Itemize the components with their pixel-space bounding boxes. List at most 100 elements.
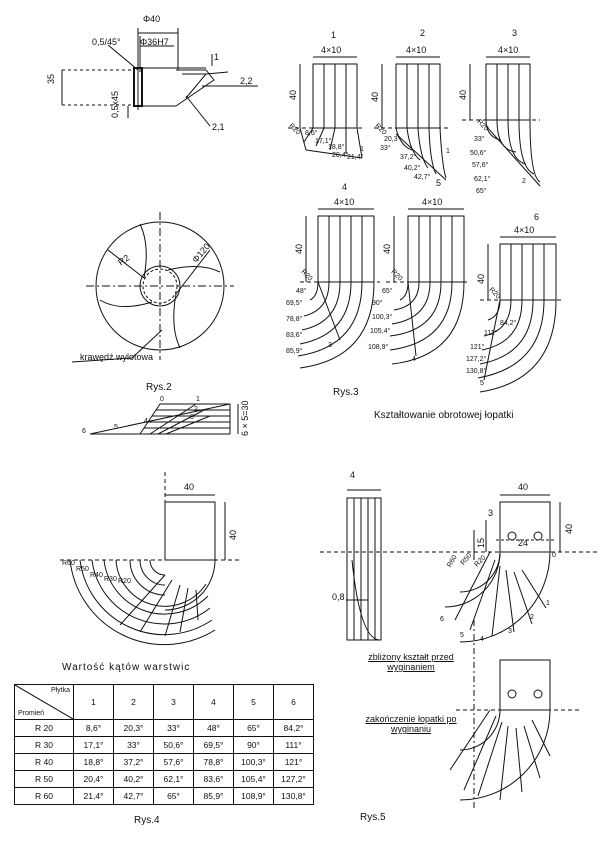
panel-1-angle-3: 18,8° bbox=[328, 144, 345, 151]
table-cell: 105,4° bbox=[233, 770, 274, 788]
table-cell: 83,6° bbox=[193, 770, 234, 788]
panel-6-angle-1: 84,2° bbox=[500, 320, 517, 327]
table-cell: 17,1° bbox=[73, 736, 114, 754]
fig5-layer-0: 0 bbox=[552, 552, 556, 559]
dim-d36-label: Φ36H7 bbox=[140, 37, 169, 47]
panel-1-side: 40 bbox=[288, 89, 298, 100]
table-column-header: 1 bbox=[73, 684, 114, 720]
layer-angles-figure bbox=[60, 403, 240, 646]
table-row: R 20 8,6° 20,3° 33° 48° 65° 84,2° bbox=[14, 719, 314, 737]
corner-top-label: Płytka bbox=[50, 687, 70, 694]
fig5-dim-40: 40 bbox=[518, 482, 529, 492]
hub-section-figure bbox=[61, 28, 258, 127]
table-row-radius: R 20 bbox=[14, 719, 74, 737]
panel-2-side: 40 bbox=[370, 91, 380, 102]
fig4-layer-4: 4 bbox=[144, 418, 148, 425]
table-column-header: 6 bbox=[273, 684, 314, 720]
table-row-radius: R 40 bbox=[14, 753, 74, 771]
bending-panels-figure bbox=[288, 56, 562, 393]
table-cell: 18,8° bbox=[73, 753, 114, 771]
table-cell: 20,4° bbox=[73, 770, 114, 788]
table-cell: 65° bbox=[233, 719, 274, 737]
corner-bottom-label: Promień bbox=[18, 710, 45, 717]
fig5-dim-15: 15 bbox=[476, 537, 486, 548]
panel-3-end: 2 bbox=[522, 178, 526, 185]
figure2-caption: Rys.2 bbox=[146, 382, 172, 393]
fig5-layer-2: 2 bbox=[530, 614, 534, 621]
panel-3-angle-3: 57,6° bbox=[472, 162, 489, 169]
table-cell: 130,8° bbox=[273, 787, 314, 805]
fig5-layer-3: 3 bbox=[508, 628, 512, 635]
dim-1-label: 1 bbox=[214, 52, 220, 62]
fig5-layer-5: 5 bbox=[460, 632, 464, 639]
fig5-dim-4: 4 bbox=[350, 470, 356, 480]
panel-2-end: 1 bbox=[446, 148, 450, 155]
dim-d40-label: Φ40 bbox=[143, 14, 161, 24]
fig4-side-dim: 40 bbox=[228, 529, 238, 540]
table-cell: 48° bbox=[193, 719, 234, 737]
panel-6-side: 40 bbox=[476, 273, 486, 284]
panel-5-side: 40 bbox=[382, 243, 392, 254]
panel-6-number: 6 bbox=[534, 212, 540, 222]
fig4-top-dim: 40 bbox=[184, 482, 195, 492]
figure3-subtitle: Kształtowanie obrotowej łopatki bbox=[374, 410, 514, 421]
table-column-header: 3 bbox=[153, 684, 194, 720]
table-cell: 69,5° bbox=[193, 736, 234, 754]
panel-4-number: 4 bbox=[342, 182, 348, 192]
table-corner: Płytka Promień bbox=[14, 684, 74, 720]
panel-1-angle-4: 20,4° bbox=[332, 152, 349, 159]
panel-3-angle-4: 62,1° bbox=[474, 176, 491, 183]
table-cell: 85,9° bbox=[193, 787, 234, 805]
fig5-dim-08: 0,8 bbox=[332, 592, 345, 602]
panel-4-side: 40 bbox=[294, 243, 304, 254]
table-cell: 57,6° bbox=[153, 753, 194, 771]
table-cell: 33° bbox=[113, 736, 154, 754]
panel-5-angle-1: 65° bbox=[382, 288, 393, 295]
fig4-radius-40: R40 bbox=[90, 572, 103, 579]
blade-disc-figure bbox=[71, 212, 234, 363]
dim-22-label: 2,2 bbox=[240, 76, 253, 86]
table-cell: 42,7° bbox=[113, 787, 154, 805]
panel-5-angle-4: 105,4° bbox=[370, 328, 391, 335]
fig4-radius-20: R20 bbox=[118, 578, 131, 585]
fig5-layer-4: 4 bbox=[480, 636, 484, 643]
label-outlet-edge: krawędź wylotowa bbox=[80, 352, 154, 362]
table-cell: 127,2° bbox=[273, 770, 314, 788]
panel-1-top: 4×10 bbox=[321, 45, 342, 55]
fig4-stack-dim: 6 × 5=30 bbox=[240, 400, 250, 436]
panel-3-side: 40 bbox=[458, 89, 468, 100]
panel-2-angle-5: 42,7° bbox=[414, 174, 431, 181]
fig5-layer-1: 1 bbox=[546, 600, 550, 607]
table-row-radius: R 60 bbox=[14, 787, 74, 805]
panel-2-angle-1: 20,3° bbox=[384, 136, 401, 143]
fig5-layer-6: 6 bbox=[440, 616, 444, 623]
dim-21-label: 2,1 bbox=[212, 122, 225, 132]
figure4-caption: Rys.4 bbox=[134, 815, 160, 826]
fig4-radius-30: R30 bbox=[104, 576, 117, 583]
table-row: R 30 17,1° 33° 50,6° 69,5° 90° 111° bbox=[14, 736, 314, 754]
table-cell: 111° bbox=[273, 736, 314, 754]
panel-6-end: 5 bbox=[480, 380, 484, 387]
panel-6-angle-4: 127,2° bbox=[466, 356, 487, 363]
panel-5-angle-3: 100,3° bbox=[372, 314, 393, 321]
table-cell: 121° bbox=[273, 753, 314, 771]
figure3-caption: Rys.3 bbox=[333, 387, 359, 398]
panel-3-angle-1: 33° bbox=[474, 136, 485, 143]
panel-2-angle-3: 37,2° bbox=[400, 154, 417, 161]
panel-1-end: 1 bbox=[360, 146, 364, 153]
layer-angle-table: Płytka Promień 1 2 3 4 5 6 R 20 8,6° 20,… bbox=[14, 684, 314, 805]
dim-chamfer-top-label: 0,5/45° bbox=[92, 37, 121, 47]
fig4-layer-0: 0 bbox=[160, 396, 164, 403]
panel-6-angle-5: 130,8° bbox=[466, 368, 487, 375]
table-row-radius: R 30 bbox=[14, 736, 74, 754]
table-cell: 37,2° bbox=[113, 753, 154, 771]
fig4-layer-2: 2 bbox=[194, 406, 198, 413]
table-cell: 50,6° bbox=[153, 736, 194, 754]
table-cell: 65° bbox=[153, 787, 194, 805]
panel-5-angle-5: 108,9° bbox=[368, 344, 389, 351]
table-cell: 40,2° bbox=[113, 770, 154, 788]
table-title: Wartość kątów warstwic bbox=[62, 662, 191, 673]
panel-3-top: 4×10 bbox=[498, 45, 519, 55]
blade-shaping-figure bbox=[320, 489, 600, 810]
panel-4-angle-4: 83,6° bbox=[286, 332, 303, 339]
